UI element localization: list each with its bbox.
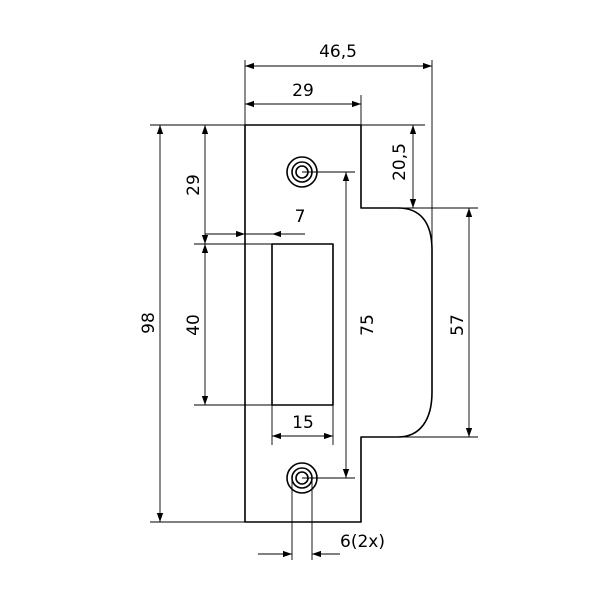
plate-outline [244,124,433,523]
label-hole-diameter: 6(2x) [340,532,385,552]
label-plate-width: 29 [292,81,314,101]
label-top-to-slot: 29 [184,174,204,196]
dimension-labels: 46,5 29 7 15 6(2x) 98 29 40 75 20,5 57 [139,42,468,552]
dimension-lines [156,62,473,558]
latch-slot [271,243,334,406]
label-total-height: 98 [139,312,159,334]
label-lip-height: 57 [448,314,468,336]
label-top-to-lip: 20,5 [390,143,410,181]
extension-lines [150,60,478,560]
label-hole-spacing: 75 [358,314,378,336]
strike-plate [244,124,433,523]
label-overall-width: 46,5 [319,42,357,62]
label-slot-width: 15 [292,413,314,433]
label-slot-height: 40 [184,314,204,336]
label-slot-offset: 7 [295,207,306,227]
